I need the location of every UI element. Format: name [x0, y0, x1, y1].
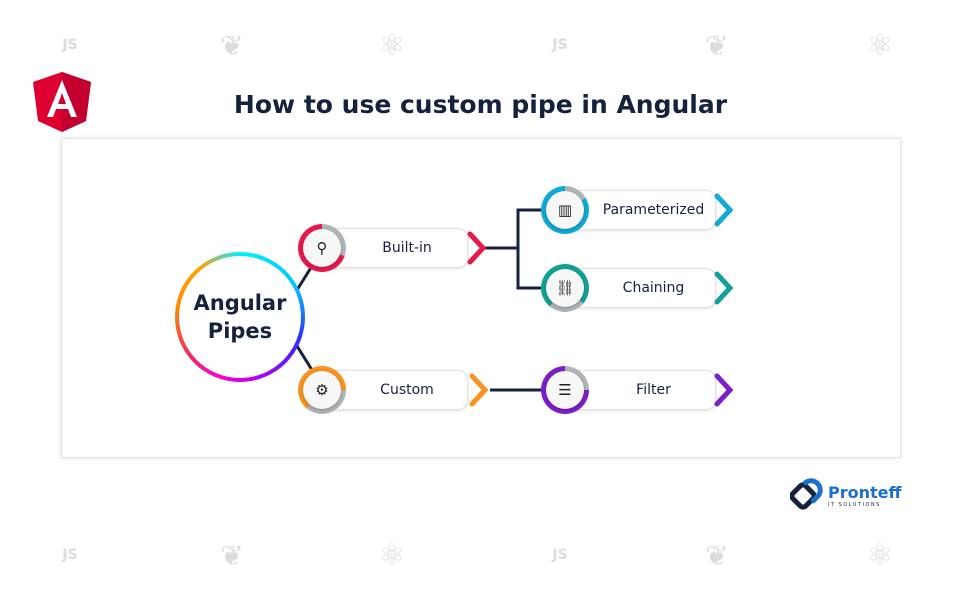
parameterized-ring: ▥	[541, 186, 589, 234]
pipe-icon: ⚲	[303, 229, 341, 267]
js-icon: JS	[552, 547, 568, 563]
chaining-label: Chaining	[622, 280, 685, 296]
leaf-icon: ❦	[705, 28, 729, 62]
react-icon: ⚛	[866, 27, 894, 63]
parameterized-label: Parameterized	[602, 202, 705, 218]
brand-tagline: IT SOLUTIONS	[828, 501, 881, 508]
hub-label-line2: Pipes	[207, 319, 273, 343]
js-icon: JS	[552, 37, 568, 53]
hub-label-line1: Angular	[193, 291, 287, 315]
react-icon: ⚛	[378, 27, 406, 63]
custom-label: Custom	[380, 382, 434, 398]
leaf-icon: ❦	[220, 28, 244, 62]
chaining-ring: ⛓	[541, 264, 589, 312]
page-title: How to use custom pipe in Angular	[233, 90, 728, 119]
filter-ring: ☰	[541, 366, 589, 414]
parameterized-chevron-icon	[714, 193, 734, 227]
chain-link-icon: ⛓	[546, 269, 584, 307]
leaf-icon: ❦	[705, 538, 729, 572]
filter-label: Filter	[636, 382, 671, 398]
js-icon: JS	[62, 547, 78, 563]
node-chaining: Chaining ⛓	[541, 264, 741, 312]
chaining-chevron-icon	[714, 271, 734, 305]
node-parameterized: Parameterized ▥	[541, 186, 741, 234]
filter-chevron-icon	[714, 373, 734, 407]
built-in-ring: ⚲	[298, 224, 346, 272]
brand-name: Pronteff	[828, 482, 902, 502]
react-icon: ⚛	[866, 537, 894, 573]
custom-ring: ⚙	[298, 366, 346, 414]
js-icon: JS	[62, 37, 78, 53]
node-built-in: Built-in ⚲	[298, 224, 488, 272]
sliders-panel-icon: ▥	[546, 191, 584, 229]
gear-icon: ⚙	[303, 371, 341, 409]
node-custom: Custom ⚙	[298, 366, 493, 414]
react-icon: ⚛	[378, 537, 406, 573]
angular-logo-icon	[33, 72, 91, 132]
filter-sliders-icon: ☰	[546, 371, 584, 409]
built-in-label: Built-in	[382, 240, 432, 256]
leaf-icon: ❦	[220, 538, 244, 572]
custom-chevron-icon	[469, 373, 489, 407]
pronteff-mark-icon	[790, 478, 823, 510]
node-filter: Filter ☰	[541, 366, 741, 414]
built-in-chevron-icon	[467, 231, 487, 265]
